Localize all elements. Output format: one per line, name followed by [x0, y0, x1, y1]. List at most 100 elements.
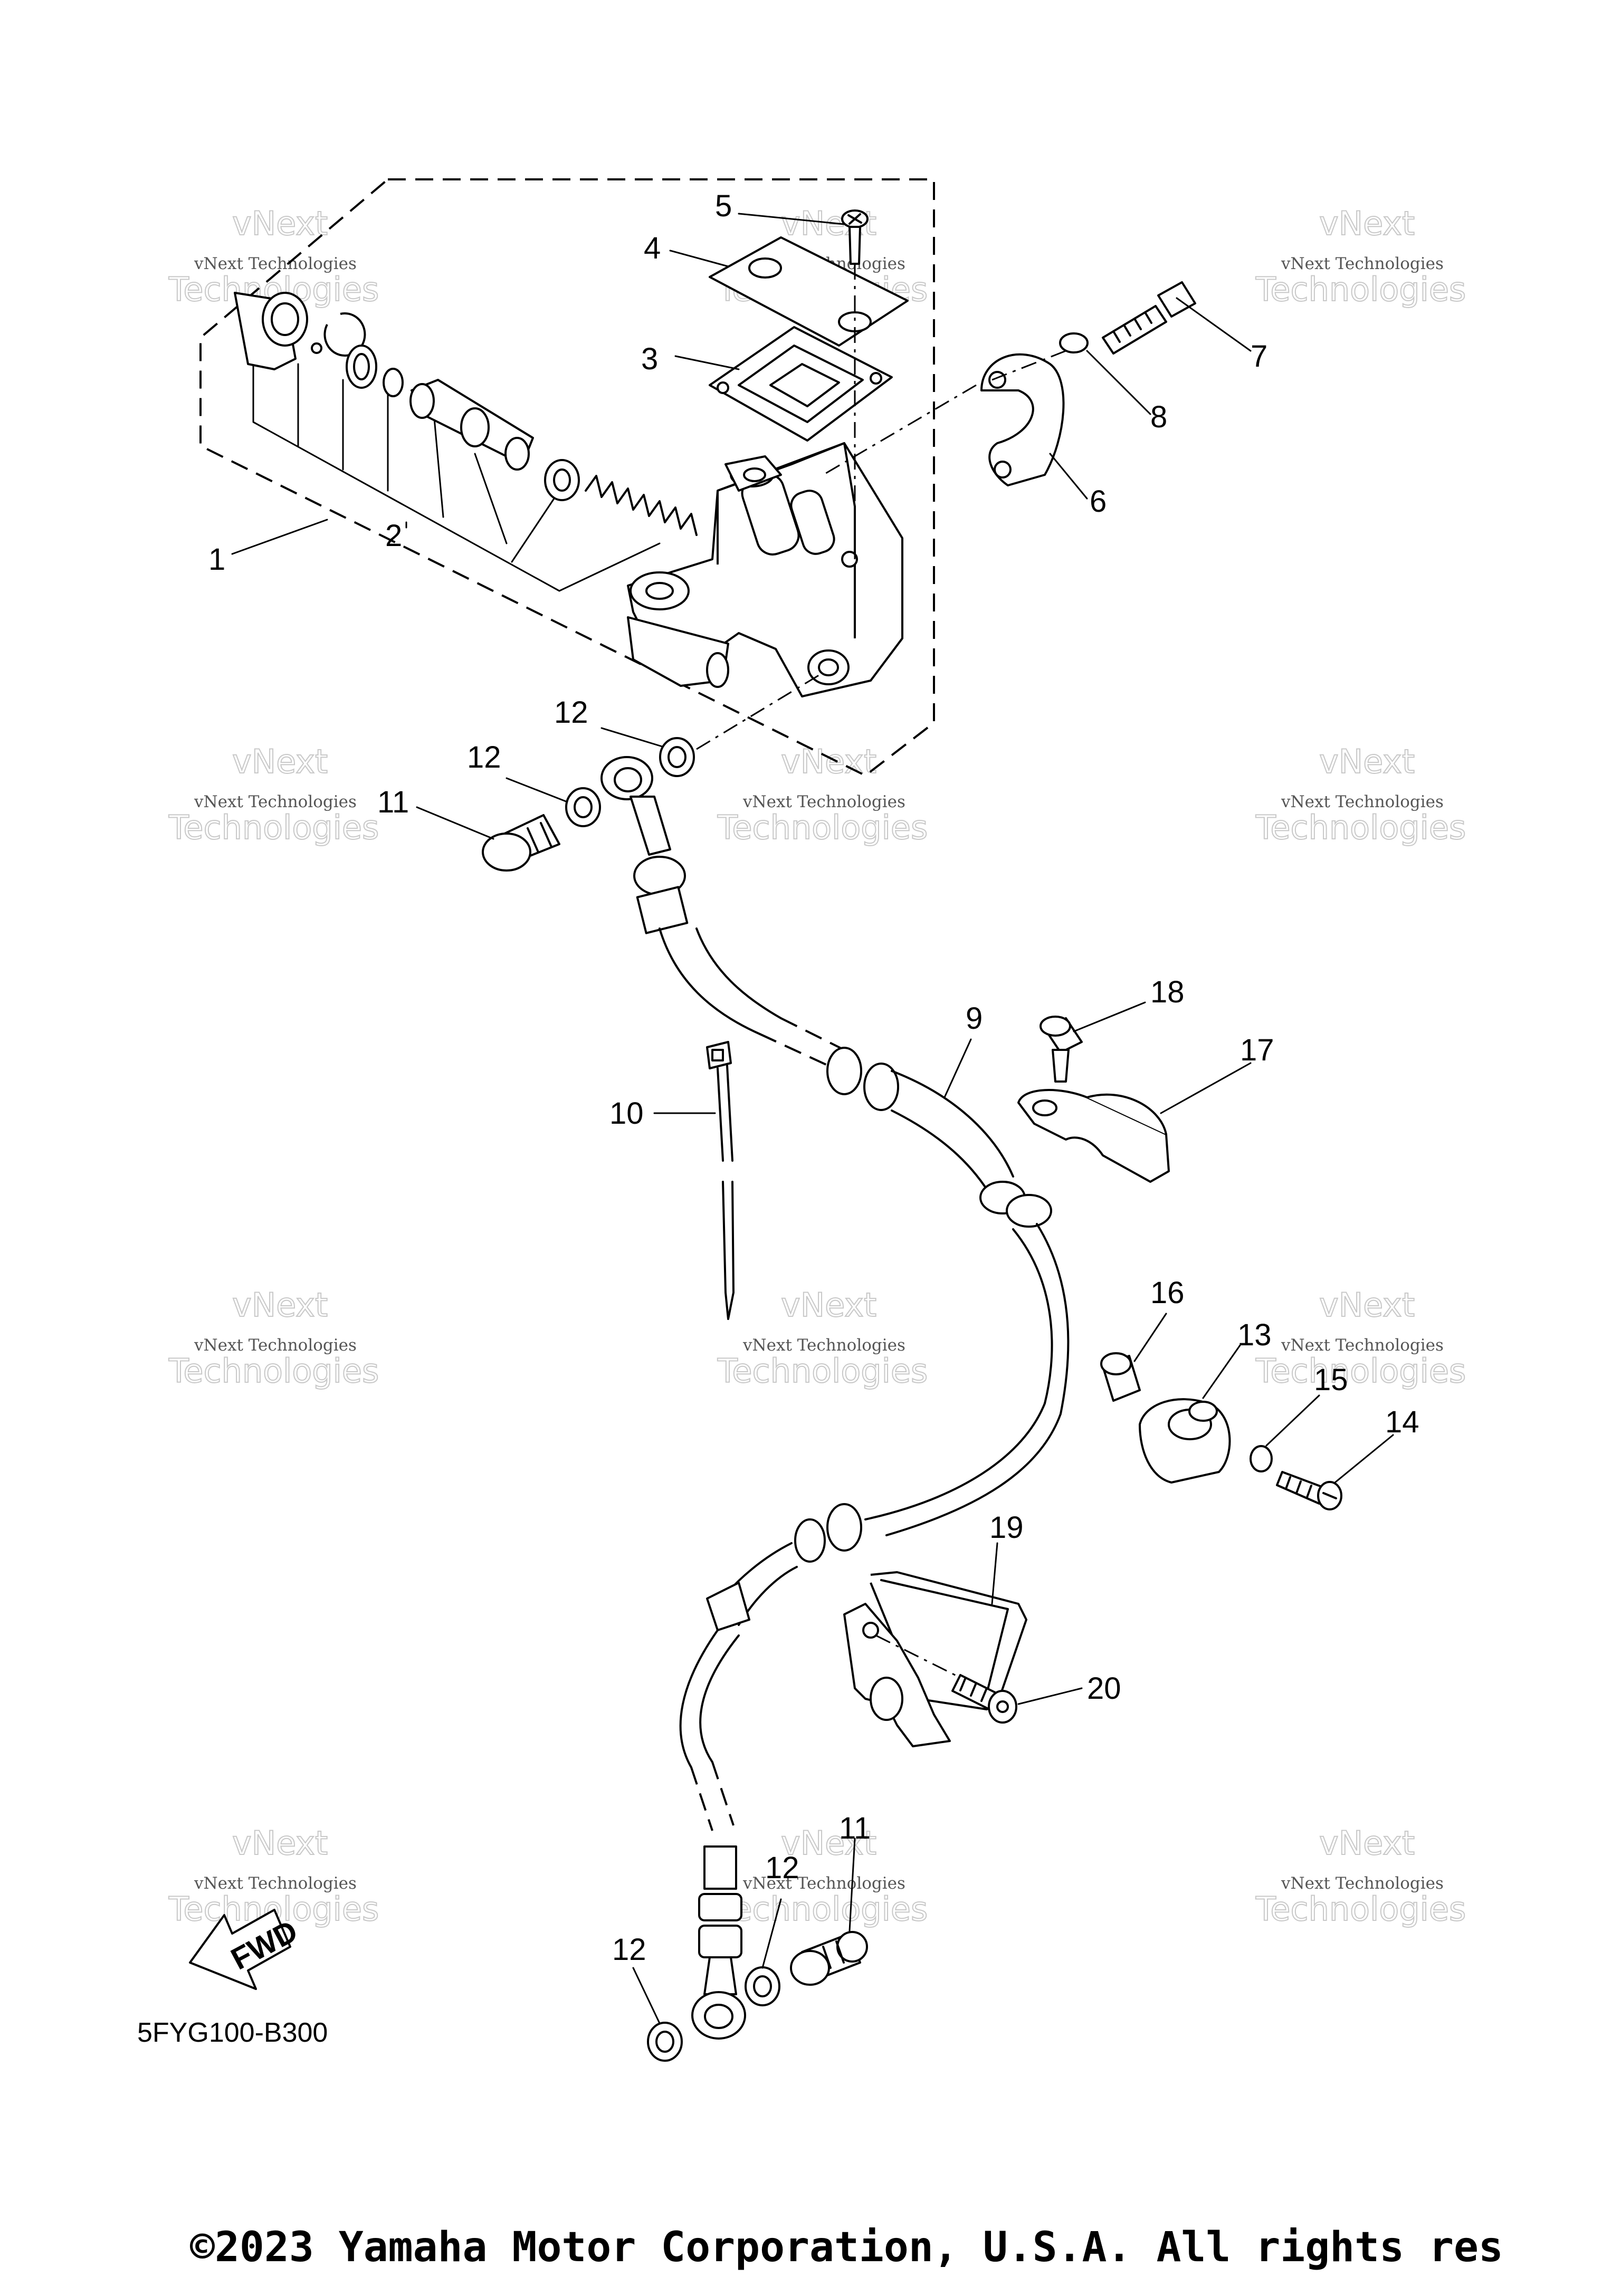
watermark: vNext Technologies vNext Technologies — [1255, 1823, 1466, 1929]
callout-7: 7 — [1251, 339, 1267, 374]
union-bolt — [790, 1931, 868, 1986]
callout-18: 18 — [1150, 975, 1185, 1009]
watermark: vNext Technologies vNext Technologies — [1255, 204, 1466, 309]
callout-12c: 12 — [765, 1851, 799, 1885]
hose-bracket — [843, 1603, 951, 1747]
bracket-bolt — [951, 1674, 1017, 1724]
clamp-screw — [1276, 1471, 1342, 1510]
o-ring — [383, 368, 404, 397]
callout-20: 20 — [1087, 1671, 1121, 1706]
svg-text:vNext Technologies: vNext Technologies — [194, 1336, 357, 1355]
washer — [353, 353, 370, 380]
bolt-washer — [1059, 332, 1089, 353]
watermark: vNext Technologies vNext Technologies — [168, 204, 379, 309]
brake-hose — [600, 756, 1070, 2040]
callout-4: 4 — [644, 231, 661, 265]
svg-text:vNext: vNext — [1319, 1824, 1415, 1862]
callout-16: 16 — [1150, 1276, 1185, 1310]
copper-washer — [668, 746, 686, 768]
svg-text:vNext: vNext — [1319, 204, 1415, 243]
cable-tie — [706, 1041, 735, 1320]
svg-text:vNext Technologies: vNext Technologies — [742, 1336, 905, 1355]
collar — [1100, 1352, 1141, 1402]
callout-12b: 12 — [467, 740, 501, 774]
diaphragm — [709, 326, 893, 442]
watermark: vNext Technologies vNext Technologies — [168, 742, 379, 847]
centerline — [875, 1634, 961, 1679]
svg-text:vNext: vNext — [232, 204, 328, 243]
diagram-code: 5FYG100-B300 — [137, 2017, 328, 2048]
copper-washer — [574, 796, 593, 818]
svg-text:Technologies: Technologies — [1255, 1352, 1466, 1390]
handlebar-holder — [980, 353, 1065, 486]
svg-text:Technologies: Technologies — [717, 1352, 928, 1390]
svg-text:Technologies: Technologies — [717, 1890, 928, 1928]
piston-boot — [234, 292, 308, 370]
callout-3: 3 — [641, 342, 658, 376]
svg-text:Technologies: Technologies — [717, 808, 928, 847]
brake-hose-clamp — [1139, 1398, 1231, 1484]
watermark: vNext Technologies vNext Technologies — [168, 1285, 379, 1391]
return-spring — [585, 475, 698, 536]
copper-washer — [655, 2031, 674, 2053]
callout-12d: 12 — [612, 1933, 646, 1967]
svg-text:vNext: vNext — [232, 742, 328, 781]
svg-text:vNext: vNext — [781, 742, 876, 781]
callout-9: 9 — [966, 1001, 983, 1036]
kit-fan-lines — [252, 342, 661, 592]
svg-text:vNext: vNext — [232, 1286, 328, 1324]
callout-6: 6 — [1090, 484, 1107, 519]
callout-19: 19 — [989, 1510, 1024, 1545]
copper-washer — [753, 1975, 772, 1997]
watermark: vNext Technologies vNext Technologies — [717, 742, 928, 847]
svg-text:Technologies: Technologies — [1255, 270, 1466, 309]
svg-text:vNext: vNext — [232, 1824, 328, 1862]
clamp-bolt — [1040, 1016, 1083, 1083]
screw-washer — [1250, 1445, 1273, 1472]
piston — [409, 379, 534, 471]
svg-text:Technologies: Technologies — [1255, 808, 1466, 847]
watermark: vNext Technologies vNext Technologies — [717, 1823, 928, 1929]
callouts: 1 2 3 4 5 6 7 8 9 10 11 11 12 12 12 12 1… — [208, 189, 1419, 1967]
watermark: vNext Technologies vNext Technologies — [1255, 742, 1466, 847]
svg-text:vNext Technologies: vNext Technologies — [1281, 1336, 1444, 1355]
svg-text:vNext Technologies: vNext Technologies — [194, 254, 357, 273]
callout-17: 17 — [1240, 1033, 1274, 1067]
callout-13: 13 — [1237, 1318, 1272, 1352]
union-bolt — [482, 814, 560, 872]
callout-15: 15 — [1314, 1363, 1348, 1397]
cap-screw — [841, 209, 869, 265]
callout-11b: 11 — [839, 1811, 871, 1845]
watermark: vNext Technologies vNext Technologies — [168, 1823, 379, 1929]
copyright-notice: ©2023 Yamaha Motor Corporation, U.S.A. A… — [190, 2224, 1503, 2271]
callout-8: 8 — [1150, 400, 1167, 434]
svg-text:Technologies: Technologies — [168, 1352, 379, 1390]
piston-cup — [553, 468, 571, 492]
svg-text:vNext Technologies: vNext Technologies — [1281, 254, 1444, 273]
centerline — [991, 350, 1066, 381]
svg-text:vNext: vNext — [1319, 742, 1415, 781]
callout-12a: 12 — [554, 695, 588, 730]
callout-14: 14 — [1385, 1405, 1419, 1439]
svg-text:Technologies: Technologies — [1255, 1890, 1466, 1928]
svg-text:vNext Technologies: vNext Technologies — [194, 1874, 357, 1893]
hose-clamp — [1017, 1089, 1170, 1183]
svg-text:vNext: vNext — [781, 1286, 876, 1324]
watermark: vNext Technologies vNext Technologies — [1255, 1285, 1466, 1391]
svg-text:vNext Technologies: vNext Technologies — [1281, 1874, 1444, 1893]
callout-5: 5 — [715, 189, 732, 223]
svg-text:vNext Technologies: vNext Technologies — [1281, 792, 1444, 811]
holder-bolt — [1102, 281, 1196, 355]
svg-text:vNext Technologies: vNext Technologies — [742, 1874, 905, 1893]
master-cylinder-body — [627, 442, 903, 697]
watermark: vNext Technologies vNext Technologies — [717, 1285, 928, 1391]
svg-text:Technologies: Technologies — [168, 808, 379, 847]
svg-text:vNext: vNext — [1319, 1286, 1415, 1324]
callout-2: 2 — [385, 519, 402, 553]
callout-11a: 11 — [377, 785, 409, 819]
reservoir-cap — [709, 236, 909, 347]
callout-10: 10 — [609, 1096, 644, 1131]
svg-text:vNext Technologies: vNext Technologies — [742, 792, 905, 811]
centerline — [696, 672, 824, 750]
